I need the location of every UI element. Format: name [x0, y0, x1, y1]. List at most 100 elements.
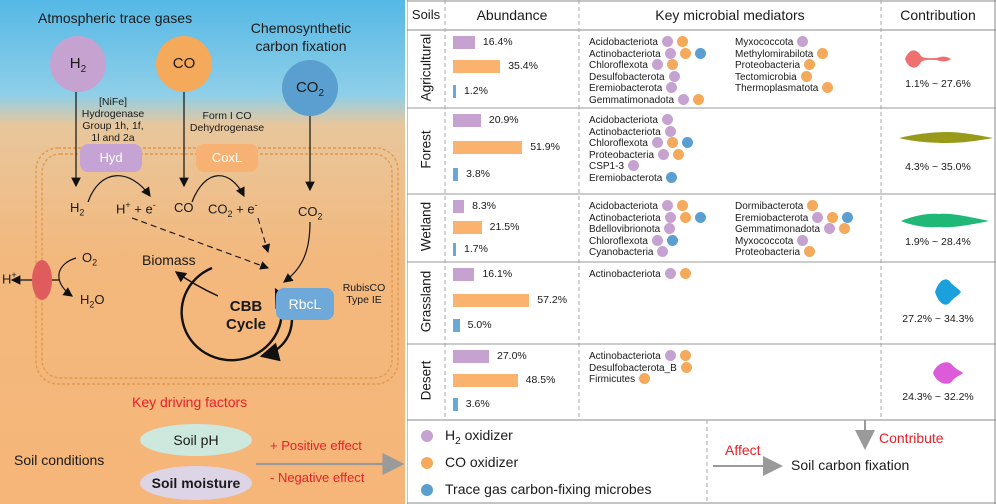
microbial-mediator: Acidobacteriota: [589, 114, 673, 127]
summary-table: Soils Abundance Key microbial mediators …: [407, 0, 996, 504]
soil-type-label: Wetland: [418, 201, 434, 252]
soil-row: Grassland 16.1% 57.2% 5.0% Actinobacteriota 2…: [407, 262, 996, 344]
microbial-mediator: Desulfobacterota: [589, 70, 680, 84]
table-grid: [407, 0, 996, 504]
microbial-mediator: Proteobacteria: [735, 59, 816, 72]
co-group-dot: [679, 268, 691, 279]
abundance-bar: [453, 319, 460, 333]
key-factors-title: Key driving factors: [132, 394, 248, 410]
o2-label: O2: [82, 250, 98, 268]
co-group-dot: [679, 350, 691, 361]
microbial-mediator: Acidobacteriota: [589, 36, 688, 49]
mediator-name: Gemmatimonadota: [735, 224, 821, 236]
mediator-name: Methylomirabilota: [735, 48, 814, 60]
abundance-value: 35.4%: [508, 60, 538, 73]
microbial-mediator: Eremiobacterota: [589, 172, 678, 185]
microbial-mediator: Myxococcota: [735, 234, 809, 248]
co2-electron-product: CO2 + e-: [208, 200, 258, 219]
negative-effect-label: - Negative effect: [270, 470, 365, 485]
soil-type-label: Forest: [418, 130, 434, 169]
co-group-dot: [679, 47, 691, 59]
microbial-mediator: Actinobacteriota: [589, 350, 691, 363]
abundance-value: 20.9%: [488, 114, 519, 126]
legend-soil-carbon-fixation: Soil carbon fixation: [791, 457, 910, 473]
microbial-mediator: Tectomicrobia: [735, 70, 812, 84]
microbial-mediator: Actinobacteriota: [589, 268, 691, 281]
legend-contribute: Contribute: [879, 430, 944, 446]
contribution-range: 24.3% ~ 32.2%: [902, 391, 974, 404]
microbial-mediator: Eremiobacterota: [589, 82, 678, 95]
h2-group-dot: [661, 114, 673, 125]
cycle-label: Cycle: [225, 316, 267, 333]
co-group-dot: [680, 361, 692, 373]
coxl-enzyme: CoxL: [196, 144, 258, 172]
co-group-dot: [822, 82, 834, 94]
soil-type-label: Grassland: [418, 270, 434, 333]
mediator-name: Desulfobacterota_B: [589, 362, 677, 374]
mediator-name: Chloroflexota: [589, 138, 648, 150]
microbial-mediator: Methylomirabilota: [735, 47, 829, 61]
mediator-name: Dormibacterota: [735, 201, 804, 212]
abundance-value: 21.5%: [489, 221, 520, 234]
h2-group-dot: [824, 223, 836, 235]
h2-circle-label: H2: [69, 55, 87, 75]
h2-group-dot: [628, 160, 640, 172]
abundance-value: 1.7%: [464, 242, 488, 255]
rbcl-enzyme: RbcL: [276, 288, 334, 320]
h2-group-dot: [658, 148, 670, 160]
contribution-violin: [905, 50, 951, 68]
mechanism-panel: Atmospheric trace gases Chemosynthetic c…: [0, 0, 405, 504]
co2-circle-label: CO2: [295, 79, 325, 99]
trace-group-dot: [666, 234, 678, 246]
abundance-bar: [453, 114, 481, 127]
microbial-mediator: Gemmatimonadota: [735, 223, 851, 236]
chemosynthetic-title-1: Chemosynthetic: [250, 20, 352, 36]
abundance-bar: [453, 221, 482, 235]
header-contribution: Contribution: [900, 7, 976, 23]
co-group-dot: [807, 200, 819, 211]
microbial-mediator: Cyanobacteria: [589, 246, 669, 259]
abundance-bar: [453, 60, 501, 74]
h2-group-dot: [812, 211, 824, 223]
abundance-bar: [453, 167, 459, 181]
co-circle-label: CO: [172, 55, 196, 72]
microbial-mediator: Chloroflexota: [589, 59, 678, 72]
nife-hydrogenase-description: [NiFe] Hydrogenase Group 1h, 1f, 1l and …: [81, 96, 145, 144]
h2-group-dot: [661, 200, 673, 211]
h2-group-dot: [797, 234, 809, 246]
h2-group-dot: [661, 36, 673, 47]
microbial-mediator: Firmicutes: [589, 373, 651, 386]
abundance-value: 27.0%: [497, 350, 527, 362]
co2-substrate: CO2: [298, 204, 323, 222]
soil-moisture-oval: Soil moisture: [140, 466, 252, 500]
microbial-mediator: Actinobacteriota: [589, 211, 706, 225]
microbial-mediator: Chloroflexota: [589, 234, 678, 248]
microbial-mediator: Actinobacteriota: [589, 125, 676, 139]
abundance-value: 16.1%: [482, 268, 513, 280]
co-dehydrogenase-description: Form I CO Dehydrogenase: [189, 110, 265, 134]
h2-group-dot: [664, 350, 676, 361]
abundance-value: 5.0%: [467, 319, 492, 332]
mediator-name: Firmicutes: [589, 374, 636, 386]
abundance-value: 57.2%: [537, 293, 568, 306]
co-group-dot: [804, 246, 816, 258]
co-group-dot: [639, 373, 651, 385]
contribution-violin: [933, 361, 963, 384]
microbial-mediator: Proteobacteria: [589, 148, 685, 162]
contribution-range: 4.3% ~ 35.0%: [905, 161, 971, 174]
biomass-label: Biomass: [142, 252, 196, 268]
soil-conditions-label: Soil conditions: [14, 452, 105, 468]
h2-group-dot: [664, 125, 676, 137]
cbb-label: CBB: [229, 298, 263, 315]
positive-effect-label: + Positive effect: [270, 438, 362, 453]
microbial-mediator: Acidobacteriota: [589, 200, 688, 213]
h2-group-dot: [651, 59, 663, 71]
microbial-mediator: Chloroflexota: [589, 137, 693, 150]
contribution-violin: [901, 214, 989, 228]
contribution-range: 27.2% ~ 34.3%: [902, 312, 974, 325]
co-circle: [156, 36, 212, 92]
h2-group-dot: [664, 268, 676, 279]
soil-type-label: Agricultural: [418, 33, 434, 102]
mediator-name: Bdellovibrionota: [589, 224, 661, 236]
